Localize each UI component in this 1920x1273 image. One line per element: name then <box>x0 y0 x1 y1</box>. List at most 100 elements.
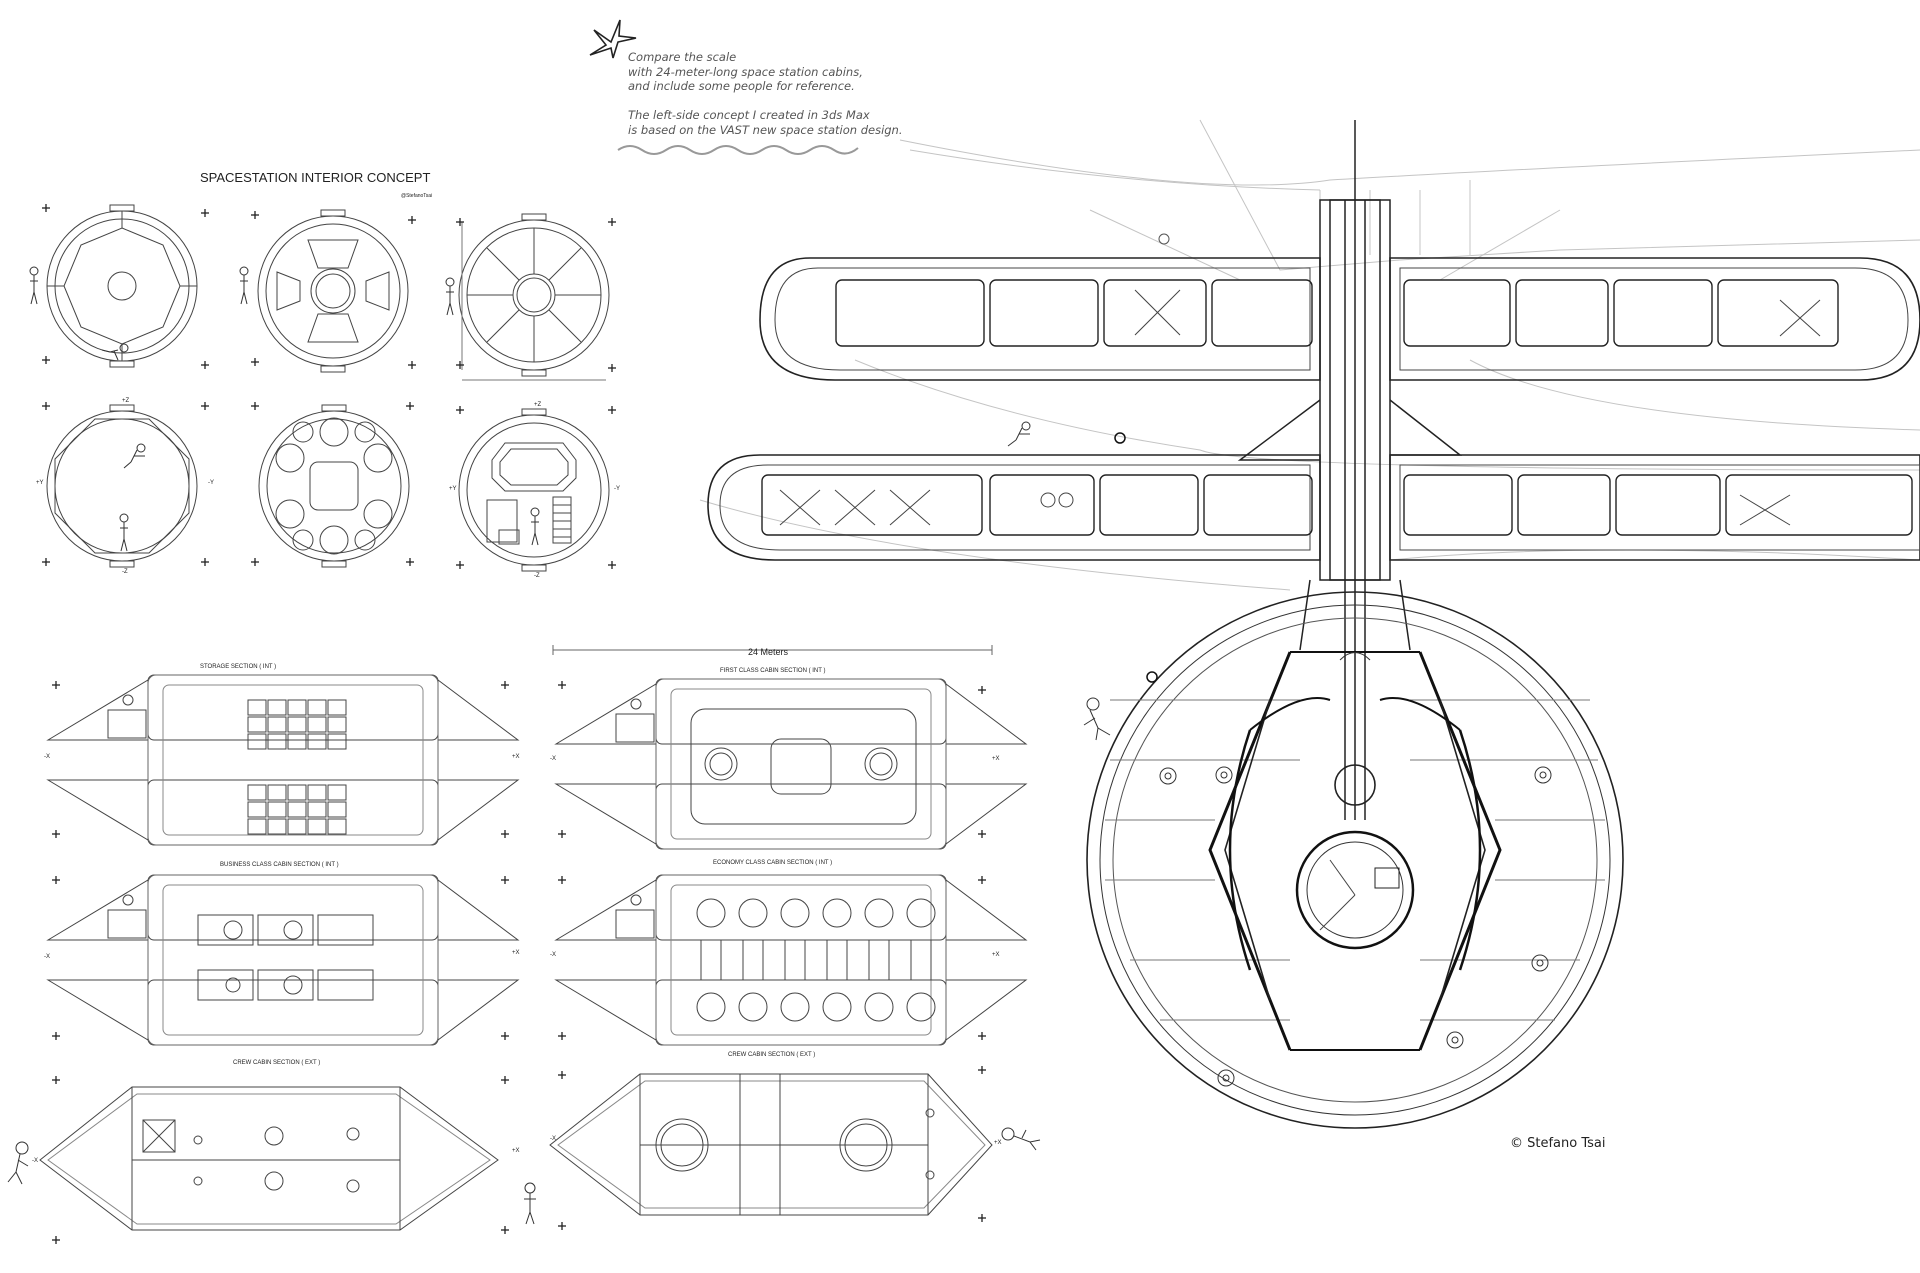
registration-cross-icon <box>978 830 986 838</box>
first-class-cabin-section <box>554 678 1028 850</box>
axis-label-px: +X <box>512 754 520 760</box>
crew-cabin-exterior-left <box>39 1086 499 1231</box>
registration-cross-icon <box>52 876 60 884</box>
note-line: is based on the VAST new space station d… <box>628 122 903 137</box>
registration-cross-icon <box>201 361 209 369</box>
registration-cross-icon <box>251 558 259 566</box>
annotation-note: Compare the scale with 24-meter-long spa… <box>628 50 928 137</box>
axis-label-nx: -X <box>32 1158 38 1164</box>
registration-cross-icon <box>978 876 986 884</box>
section-title-economy-class: ECONOMY CLASS CABIN SECTION ( INT ) <box>713 860 832 866</box>
floating-person-icon <box>123 443 146 469</box>
registration-cross-icon <box>251 358 259 366</box>
astronaut-figure-icon <box>1001 1127 1041 1151</box>
registration-cross-icon <box>42 402 50 410</box>
registration-cross-icon <box>456 218 464 226</box>
cabin-section-circle-6 <box>458 408 610 572</box>
axis-label-nz: -Z <box>122 569 128 575</box>
section-title-crew-ext-left: CREW CABIN SECTION ( EXT ) <box>233 1060 320 1066</box>
registration-cross-icon <box>201 209 209 217</box>
registration-cross-icon <box>501 1032 509 1040</box>
business-class-cabin-section <box>46 874 520 1046</box>
registration-cross-icon <box>978 1066 986 1074</box>
registration-cross-icon <box>456 561 464 569</box>
registration-cross-icon <box>42 558 50 566</box>
registration-cross-icon <box>501 830 509 838</box>
registration-cross-icon <box>501 1226 509 1234</box>
axis-label-ny: -Y <box>614 486 620 492</box>
registration-cross-icon <box>608 406 616 414</box>
axis-label-px: +X <box>994 1140 1002 1146</box>
person-figure-icon <box>29 266 39 305</box>
registration-cross-icon <box>52 1076 60 1084</box>
cabin-section-circle-1 <box>46 204 198 368</box>
registration-cross-icon <box>558 681 566 689</box>
axis-label-pz: +Z <box>534 402 542 408</box>
person-figure-icon <box>445 277 455 316</box>
note-line: Compare the scale <box>628 50 737 64</box>
registration-cross-icon <box>558 876 566 884</box>
registration-cross-icon <box>978 1214 986 1222</box>
section-title-storage: STORAGE SECTION ( INT ) <box>200 664 276 670</box>
person-figure-icon <box>119 513 129 552</box>
axis-label-ny: -Y <box>208 480 214 486</box>
axis-label-py: +Y <box>449 486 457 492</box>
cabin-section-circle-5 <box>258 404 410 568</box>
section-title-business-class: BUSINESS CLASS CABIN SECTION ( INT ) <box>220 862 339 868</box>
registration-cross-icon <box>978 686 986 694</box>
note-line: The left-side concept I created in 3ds M… <box>628 108 870 122</box>
floating-person-icon <box>1007 421 1031 447</box>
axis-label-py: +Y <box>36 480 44 486</box>
registration-cross-icon <box>42 356 50 364</box>
credit-text: © Stefano Tsai <box>1510 1136 1606 1151</box>
sheet-title: SPACESTATION INTERIOR CONCEPT <box>200 170 430 185</box>
axis-label-nx: -X <box>44 754 50 760</box>
registration-cross-icon <box>501 876 509 884</box>
star-doodle-icon <box>589 19 637 59</box>
crew-cabin-exterior-right <box>549 1073 993 1216</box>
registration-cross-icon <box>201 402 209 410</box>
person-figure-icon <box>239 266 249 305</box>
registration-cross-icon <box>608 561 616 569</box>
wavy-underline <box>617 145 859 155</box>
note-line: with 24-meter-long space station cabins, <box>628 64 863 79</box>
sheet-author: @StefanoTsai <box>401 193 432 199</box>
registration-cross-icon <box>52 681 60 689</box>
astronaut-figure-icon <box>7 1141 29 1185</box>
registration-cross-icon <box>558 1032 566 1040</box>
note-line: and include some people for reference. <box>628 79 855 93</box>
registration-cross-icon <box>408 361 416 369</box>
section-title-crew-ext-right: CREW CABIN SECTION ( EXT ) <box>728 1052 815 1058</box>
axis-label-nx: -X <box>550 1136 556 1142</box>
axis-label-nx: -X <box>550 952 556 958</box>
scale-label: 24 Meters <box>748 647 789 657</box>
cabin-section-circle-2 <box>257 209 409 373</box>
axis-label-px: +X <box>992 952 1000 958</box>
registration-cross-icon <box>406 558 414 566</box>
registration-cross-icon <box>558 1222 566 1230</box>
registration-cross-icon <box>978 1032 986 1040</box>
registration-cross-icon <box>52 1032 60 1040</box>
registration-cross-icon <box>52 830 60 838</box>
registration-cross-icon <box>501 1076 509 1084</box>
person-figure-icon <box>530 507 540 546</box>
note-line <box>628 94 928 109</box>
registration-cross-icon <box>408 216 416 224</box>
axis-label-nz: -Z <box>534 573 540 579</box>
registration-cross-icon <box>42 204 50 212</box>
station-cross-section <box>699 119 1920 1129</box>
registration-cross-icon <box>558 1071 566 1079</box>
registration-cross-icon <box>251 402 259 410</box>
astronaut-figure-icon <box>1083 697 1111 741</box>
axis-label-px: +X <box>992 756 1000 762</box>
registration-cross-icon <box>608 364 616 372</box>
storage-section <box>46 674 520 846</box>
registration-marks <box>42 204 986 1244</box>
registration-cross-icon <box>406 402 414 410</box>
cabin-section-circle-3 <box>458 213 610 381</box>
registration-cross-icon <box>501 681 509 689</box>
axis-label-px: +X <box>512 950 520 956</box>
axis-label-pz: +Z <box>122 398 130 404</box>
